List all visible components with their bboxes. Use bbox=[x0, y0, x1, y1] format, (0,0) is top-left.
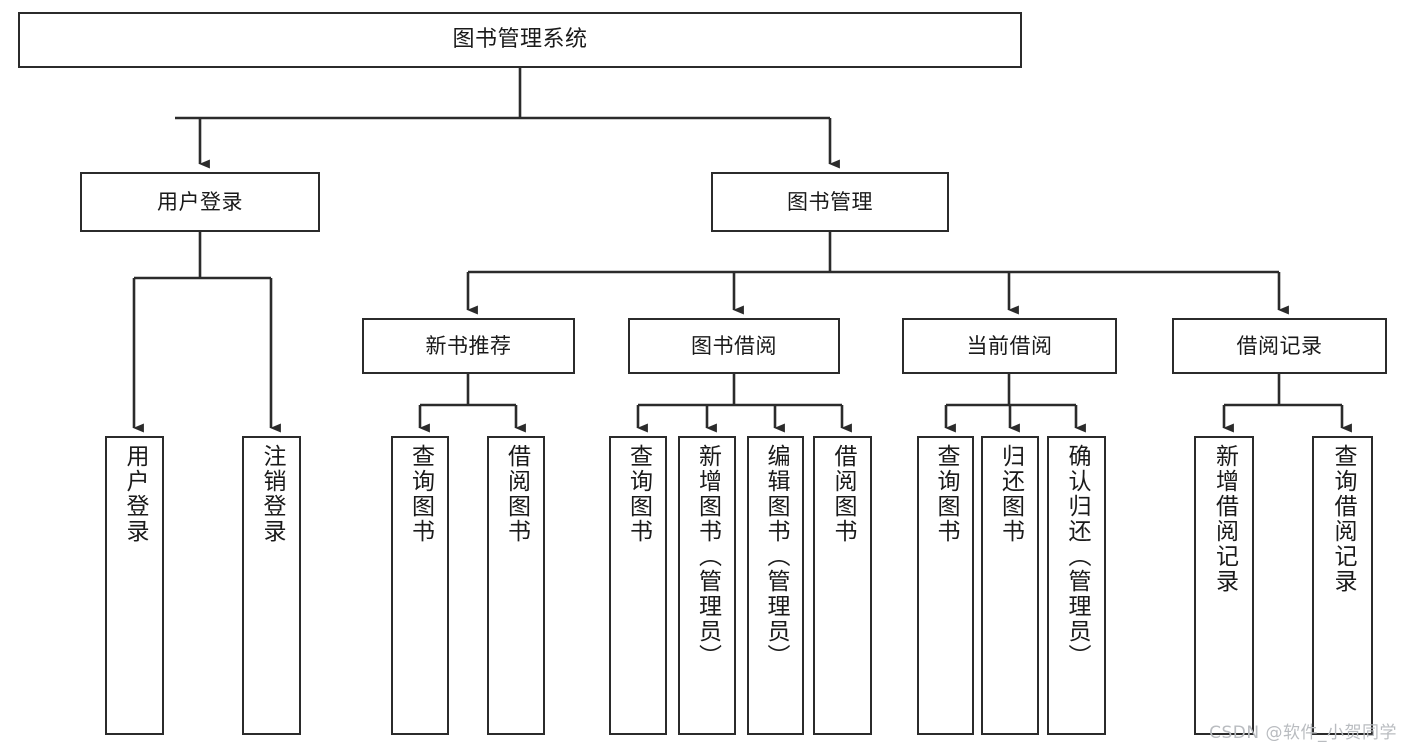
node-leaf-query-book-1[interactable]: 查询图书 bbox=[391, 436, 449, 735]
node-leaf-confirm-return-label: 确认归还（管理员） bbox=[1064, 444, 1090, 669]
node-borrow-record-label: 借阅记录 bbox=[1236, 333, 1323, 358]
node-leaf-query-record-label: 查询借阅记录 bbox=[1330, 444, 1356, 594]
node-leaf-edit-book[interactable]: 编辑图书（管理员） bbox=[747, 436, 804, 735]
csdn-watermark: CSDN @软件_小贺同学 bbox=[1209, 723, 1397, 743]
node-borrow-record[interactable]: 借阅记录 bbox=[1172, 318, 1387, 374]
node-leaf-return-book-label: 归还图书 bbox=[997, 444, 1024, 544]
node-book-borrow[interactable]: 图书借阅 bbox=[628, 318, 840, 374]
node-leaf-query-book-2-label: 查询图书 bbox=[625, 444, 652, 544]
node-leaf-query-record[interactable]: 查询借阅记录 bbox=[1312, 436, 1373, 735]
node-leaf-query-book-3-label: 查询图书 bbox=[933, 444, 959, 544]
node-leaf-add-record[interactable]: 新增借阅记录 bbox=[1194, 436, 1254, 735]
node-leaf-logout[interactable]: 注销登录 bbox=[242, 436, 301, 735]
node-current-borrow-label: 当前借阅 bbox=[966, 333, 1053, 358]
node-leaf-user-login-label: 用户登录 bbox=[122, 444, 148, 544]
node-leaf-borrow-book-1[interactable]: 借阅图书 bbox=[487, 436, 545, 735]
node-leaf-edit-book-label: 编辑图书（管理员） bbox=[763, 444, 789, 669]
node-book-manage-label: 图书管理 bbox=[787, 189, 873, 214]
node-leaf-add-book-label: 新增图书（管理员） bbox=[694, 444, 721, 669]
node-new-book-recommend-label: 新书推荐 bbox=[425, 333, 512, 358]
node-new-book-recommend[interactable]: 新书推荐 bbox=[362, 318, 575, 374]
node-leaf-confirm-return[interactable]: 确认归还（管理员） bbox=[1047, 436, 1106, 735]
node-leaf-add-record-label: 新增借阅记录 bbox=[1211, 444, 1238, 594]
node-leaf-query-book-2[interactable]: 查询图书 bbox=[609, 436, 667, 735]
node-leaf-query-book-1-label: 查询图书 bbox=[407, 444, 434, 544]
node-leaf-borrow-book-1-label: 借阅图书 bbox=[503, 444, 530, 544]
node-leaf-borrow-book-2-label: 借阅图书 bbox=[830, 444, 856, 544]
node-leaf-user-login[interactable]: 用户登录 bbox=[105, 436, 164, 735]
node-root[interactable]: 图书管理系统 bbox=[18, 12, 1022, 68]
node-leaf-logout-label: 注销登录 bbox=[259, 444, 285, 544]
node-leaf-add-book[interactable]: 新增图书（管理员） bbox=[678, 436, 736, 735]
node-leaf-borrow-book-2[interactable]: 借阅图书 bbox=[813, 436, 872, 735]
node-book-borrow-label: 图书借阅 bbox=[691, 333, 777, 358]
node-book-manage[interactable]: 图书管理 bbox=[711, 172, 949, 232]
node-user-login-label: 用户登录 bbox=[157, 189, 243, 214]
node-leaf-return-book[interactable]: 归还图书 bbox=[981, 436, 1039, 735]
node-leaf-query-book-3[interactable]: 查询图书 bbox=[917, 436, 974, 735]
node-root-label: 图书管理系统 bbox=[452, 27, 588, 53]
node-current-borrow[interactable]: 当前借阅 bbox=[902, 318, 1117, 374]
node-user-login[interactable]: 用户登录 bbox=[80, 172, 320, 232]
